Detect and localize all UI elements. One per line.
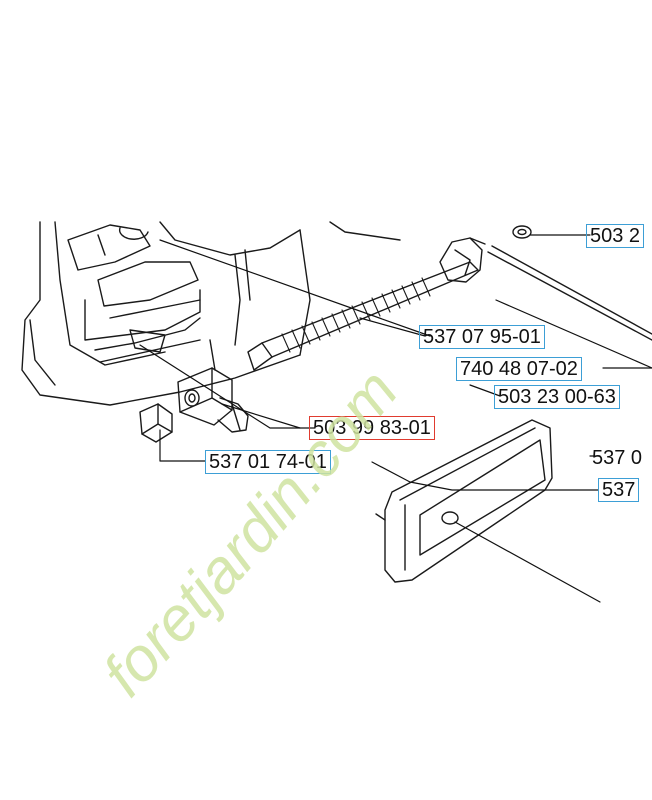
part-number-label: 537 0 bbox=[592, 447, 643, 469]
small-cube-drawing bbox=[139, 403, 173, 443]
bar-nut-drawing bbox=[177, 367, 249, 433]
cover-plate-drawing bbox=[375, 419, 553, 583]
part-number-label: 537 01 74-01 bbox=[205, 450, 331, 474]
part-number-label: 537 bbox=[598, 478, 640, 502]
part-number-label: 503 99 83-01 bbox=[309, 416, 435, 440]
part-number-label: 503 23 00-63 bbox=[494, 385, 620, 409]
part-number-label: 537 07 95-01 bbox=[419, 325, 545, 349]
part-number-label: 740 48 07-02 bbox=[456, 357, 582, 381]
part-number-label: 503 2 bbox=[586, 224, 645, 248]
leader-lines bbox=[139, 234, 652, 603]
saw-housing-drawing bbox=[21, 221, 401, 406]
adjusting-screw-drawing bbox=[247, 225, 652, 371]
